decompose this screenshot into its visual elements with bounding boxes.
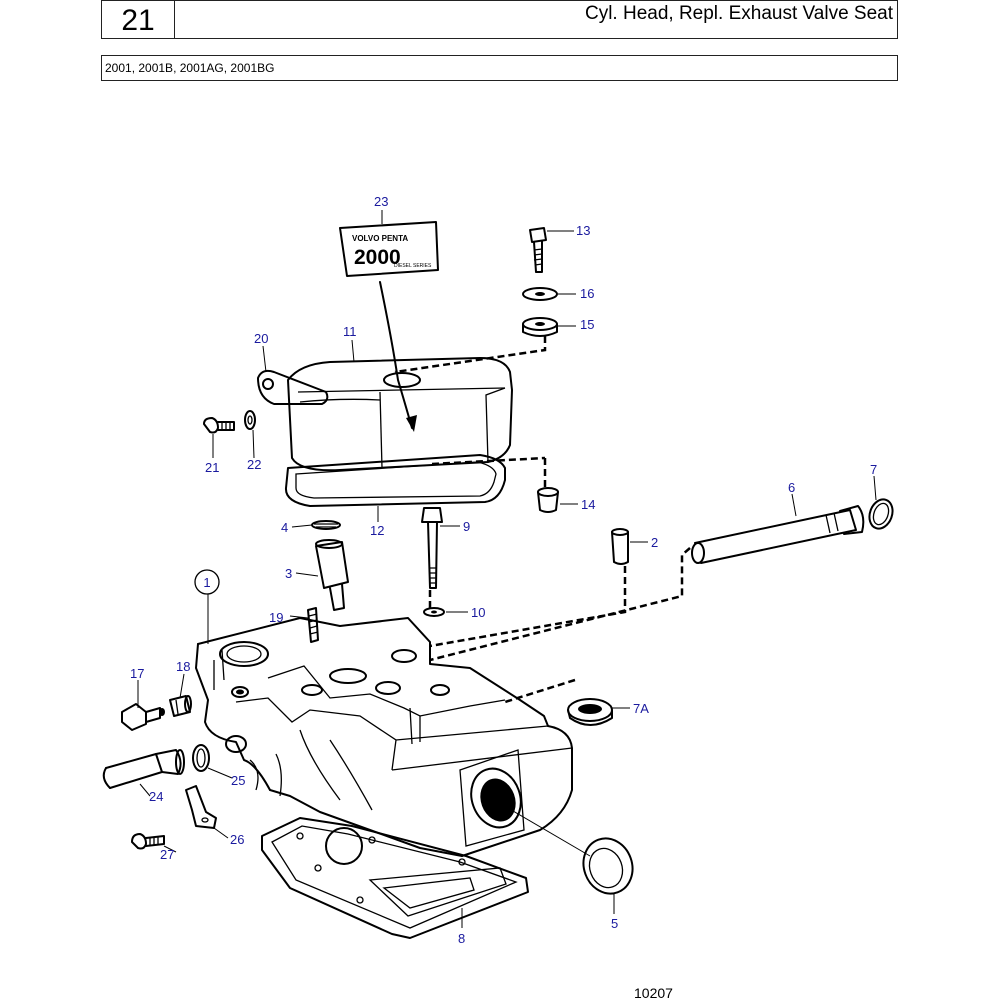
page-title: Cyl. Head, Repl. Exhaust Valve Seat — [584, 3, 893, 24]
part-7a-seal-ring[interactable] — [567, 698, 613, 726]
callout-10[interactable]: 10 — [471, 605, 485, 620]
callout-2[interactable]: 2 — [651, 535, 658, 550]
part-3-chamber[interactable] — [315, 539, 349, 611]
part-8-head-gasket[interactable] — [261, 817, 529, 939]
part-11-valve-cover[interactable] — [287, 357, 513, 472]
part-24-tube[interactable] — [102, 749, 185, 789]
callout-21[interactable]: 21 — [205, 460, 219, 475]
callout-27[interactable]: 27 — [160, 847, 174, 862]
callout-25[interactable]: 25 — [231, 773, 245, 788]
callout-20[interactable]: 20 — [254, 331, 268, 346]
callout-1-circle — [194, 569, 220, 595]
callout-7a[interactable]: 7A — [633, 701, 649, 716]
part-4-washer[interactable] — [311, 520, 341, 530]
decal-arrow-head — [406, 415, 417, 432]
callout-17[interactable]: 17 — [130, 666, 144, 681]
callout-11[interactable]: 11 — [343, 324, 357, 339]
part-25-o-ring[interactable] — [192, 744, 210, 772]
part-7-o-ring[interactable] — [866, 496, 897, 532]
part-18-sleeve[interactable] — [169, 695, 192, 717]
illustration-reference-number: 10207 — [634, 985, 673, 1001]
callout-3[interactable]: 3 — [285, 566, 292, 581]
part-17-plug[interactable] — [121, 703, 165, 731]
part-5-cover-plug[interactable] — [576, 831, 640, 900]
callout-19[interactable]: 19 — [269, 610, 283, 625]
callout-26[interactable]: 26 — [230, 832, 244, 847]
part-22-washer[interactable] — [244, 410, 256, 430]
page-header: 21 Cyl. Head, Repl. Exhaust Valve Seat — [101, 0, 898, 39]
part-15-grommet[interactable] — [522, 317, 558, 337]
callout-6[interactable]: 6 — [788, 480, 795, 495]
decal-series-number: 2000 — [354, 246, 401, 269]
leader-lines — [137, 210, 877, 928]
callout-1[interactable]: 1 — [203, 575, 210, 590]
part-14-sleeve[interactable] — [537, 487, 559, 513]
part-27-screw[interactable] — [131, 833, 165, 850]
callout-5[interactable]: 5 — [611, 916, 618, 931]
part-20-lifting-eye[interactable] — [257, 369, 329, 405]
callout-7[interactable]: 7 — [870, 462, 877, 477]
part-19-stud[interactable] — [307, 607, 319, 643]
callout-18[interactable]: 18 — [176, 659, 190, 674]
callout-9[interactable]: 9 — [463, 519, 470, 534]
callout-12[interactable]: 12 — [370, 523, 384, 538]
model-list: 2001, 2001B, 2001AG, 2001BG — [101, 55, 898, 81]
part-10-washer[interactable] — [423, 607, 445, 617]
part-13-bolt[interactable] — [529, 227, 547, 273]
page-number: 21 — [102, 1, 175, 38]
assembly-dashed-lines — [394, 336, 691, 704]
callout-24[interactable]: 24 — [149, 789, 163, 804]
part-16-washer[interactable] — [522, 287, 558, 301]
callout-8[interactable]: 8 — [458, 931, 465, 946]
decal-series-label: DIESEL SERIES — [394, 263, 432, 269]
callout-16[interactable]: 16 — [580, 286, 594, 301]
part-21-screw[interactable] — [203, 417, 235, 434]
callout-14[interactable]: 14 — [581, 497, 595, 512]
callout-4[interactable]: 4 — [281, 520, 288, 535]
part-26-bracket[interactable] — [185, 785, 217, 829]
callout-22[interactable]: 22 — [247, 457, 261, 472]
callout-labels: 1 2 3 4 5 6 7 7A 8 9 10 11 12 13 14 15 1… — [130, 194, 877, 946]
part-1-cylinder-head[interactable] — [195, 617, 573, 857]
decal-brand: VOLVO PENTA — [352, 234, 408, 243]
callout-15[interactable]: 15 — [580, 317, 594, 332]
part-12-cover-gasket[interactable] — [284, 454, 506, 507]
callout-13[interactable]: 13 — [576, 223, 590, 238]
part-9-bolt[interactable] — [421, 507, 443, 589]
part-6-pipe[interactable] — [691, 505, 865, 564]
decal-pointer-arrow — [379, 281, 413, 429]
callout-23[interactable]: 23 — [374, 194, 388, 209]
part-23-decal[interactable]: VOLVO PENTA 2000 DIESEL SERIES — [339, 221, 439, 277]
part-2-sleeve[interactable] — [611, 528, 629, 565]
